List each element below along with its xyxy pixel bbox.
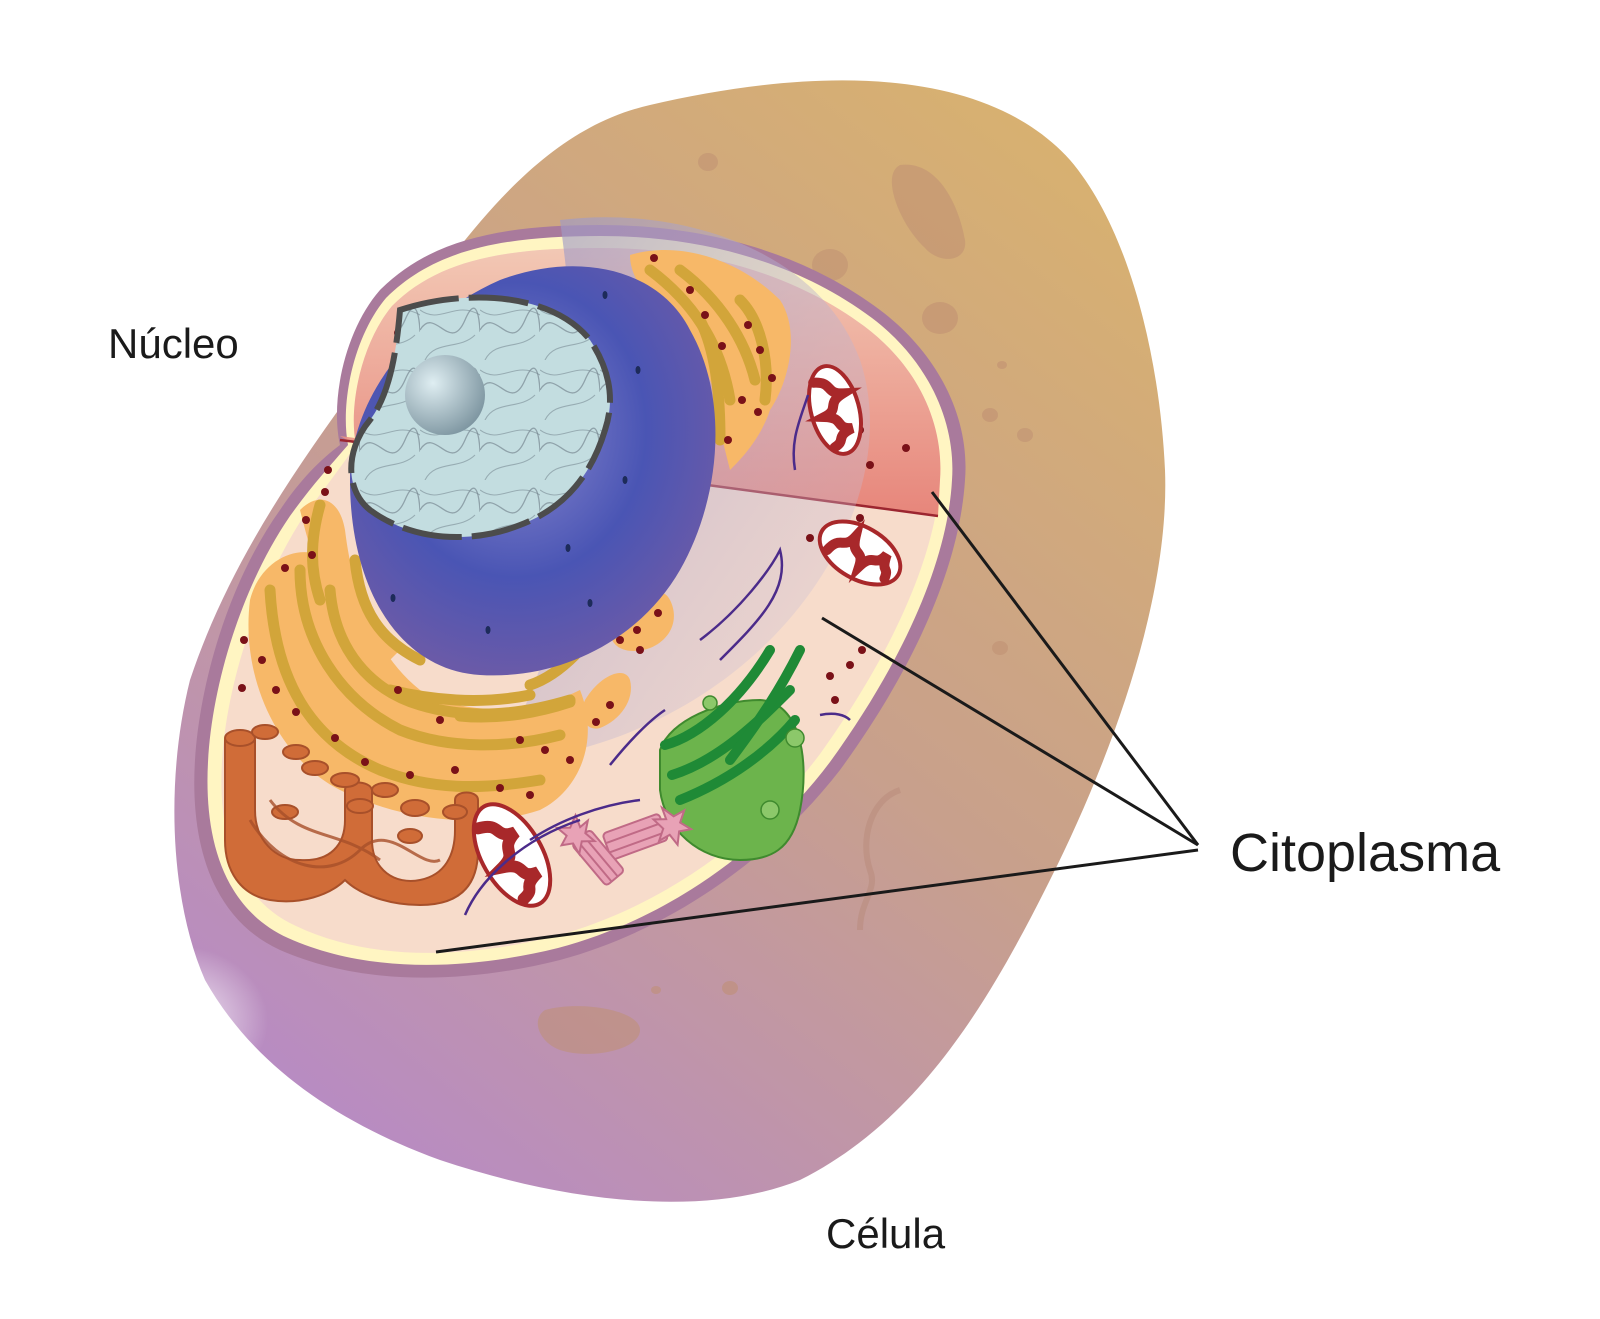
nucleus-label: Núcleo [108, 320, 239, 367]
citoplasma-leader-lines [435, 491, 1200, 954]
nucleus [348, 266, 716, 676]
cytoplasm-label: Citoplasma [1230, 823, 1501, 883]
chloroplast [659, 645, 805, 862]
surface-crease [857, 787, 902, 931]
nuclear-pores [390, 291, 641, 634]
surface-vesicles [537, 153, 1033, 1054]
centrioles [554, 805, 694, 886]
cytoskeleton [463, 394, 851, 916]
cell-label: Célula [826, 1210, 946, 1257]
smooth-endoplasmic-reticulum [224, 724, 479, 907]
nucleolus [405, 355, 485, 435]
